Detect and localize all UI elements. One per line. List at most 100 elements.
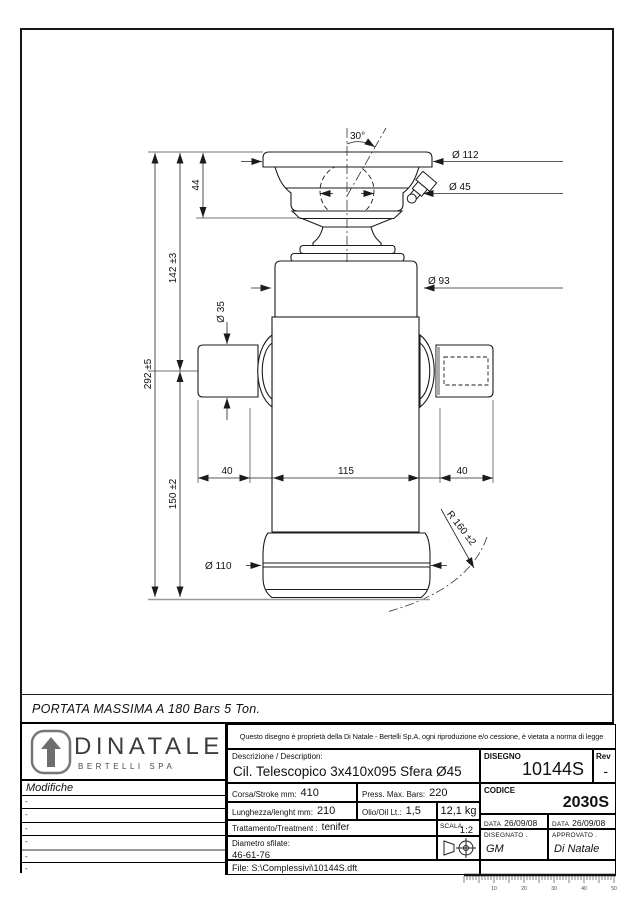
- length-value: 210: [316, 805, 336, 817]
- rev-value: -: [603, 763, 608, 779]
- r160-arc: [386, 536, 488, 613]
- logo-cell: DINATALE BERTELLI SPA: [22, 724, 227, 780]
- length-cell: Lunghezza/lenght mm: 210: [227, 802, 357, 820]
- drawn-by-label: DISEGNATO .: [484, 832, 528, 839]
- dim-40-right: 40: [456, 466, 468, 477]
- dimension-lines: [148, 138, 563, 601]
- oil-value: 1,5: [405, 805, 421, 817]
- trunnion-saddle-left-inner: [261, 342, 273, 400]
- neck-line-right: [370, 217, 393, 228]
- pressure-cell: Press. Max. Bars: 220: [357, 783, 480, 802]
- treatment-label: Trattamento/Treatment :: [232, 824, 318, 833]
- dim-dia-112: Ø 112: [452, 150, 479, 161]
- max-load-note-text: PORTATA MASSIMA A 180 Bars 5 Ton.: [32, 701, 261, 716]
- date-approved-cell: DATA 26/09/08: [548, 814, 616, 829]
- modifiche-label: Modifiche: [26, 782, 74, 794]
- dim-115: 115: [338, 466, 354, 477]
- modifiche-row: -: [22, 861, 225, 875]
- ruler-label: 40: [581, 886, 587, 892]
- date-label: DATA: [552, 821, 570, 828]
- trunnion-pin-right: [435, 344, 494, 398]
- scale-cell: SCALA 1:2: [437, 820, 480, 836]
- pressure-value: 220: [429, 787, 448, 799]
- date-label: DATA: [484, 821, 502, 828]
- dim-dia-110: Ø 110: [205, 561, 232, 572]
- trunnion-saddle-right-inner: [419, 342, 431, 400]
- approved-by-cell: APPROVATO . Di Natale: [548, 829, 616, 860]
- file-path-cell: File: S:\Complessivi\10144S.dft: [227, 860, 480, 875]
- angle-arc: [346, 138, 376, 148]
- ruler-label: 50: [611, 886, 617, 892]
- dim-44: 44: [191, 179, 202, 191]
- dim-angle-30: 30°: [350, 131, 365, 142]
- tilt-axis-line: [346, 127, 387, 197]
- modifiche-row: -: [22, 821, 225, 835]
- cylinder-geometry: [197, 151, 494, 599]
- description-cell: Descrizione / Description: Cil. Telescop…: [227, 749, 480, 783]
- modifiche-row: -: [22, 835, 225, 848]
- upper-tube: [274, 260, 418, 318]
- projection-symbol-cell: [437, 836, 480, 860]
- dim-dia-35: Ø 35: [216, 301, 227, 323]
- treatment-cell: Trattamento/Treatment : tenifer: [227, 820, 437, 836]
- gland-ring-1: [299, 244, 396, 255]
- print-scale-ruler: 10 20 30 40 50: [463, 873, 617, 892]
- modifiche-row: -: [22, 808, 225, 821]
- drawn-by-value: GM: [486, 843, 504, 855]
- trunnion-saddle-left: [257, 333, 273, 409]
- disegno-label: DISEGNO: [484, 752, 521, 761]
- date-designed-cell: DATA 26/09/08: [480, 814, 548, 829]
- stroke-label: Corsa/Stroke mm:: [232, 790, 297, 799]
- description-label: Descrizione / Description:: [232, 752, 323, 761]
- title-block: DINATALE BERTELLI SPA Modifiche - - - - …: [20, 722, 616, 875]
- centerlines: [346, 127, 488, 613]
- top-cap: [262, 151, 433, 168]
- ruler-label: 10: [491, 886, 497, 892]
- ruler-label: 30: [551, 886, 557, 892]
- first-angle-projection-icon: [443, 838, 476, 858]
- codice-value: 2030S: [562, 794, 609, 811]
- scale-value: 1:2: [459, 825, 473, 836]
- dim-150: 150 ±2: [168, 478, 179, 509]
- rev-label: Rev: [596, 752, 611, 761]
- stroke-value: 410: [300, 787, 319, 799]
- rod-diameters-cell: Diametro sfilate: 46-61-76: [227, 836, 437, 860]
- modifiche-section: Modifiche - - - - - -: [22, 780, 227, 875]
- drawn-by-cell: DISEGNATO . GM: [480, 829, 548, 860]
- logo-company-name: DINATALE: [74, 732, 224, 761]
- oil-cell: Olio/Oil Lt.: 1,5: [357, 802, 437, 820]
- codice-label: CODICE: [484, 786, 516, 795]
- codice-cell: CODICE 2030S: [480, 783, 616, 814]
- approved-by-label: APPROVATO .: [552, 832, 598, 839]
- description-value: Cil. Telescopico 3x410x095 Sfera Ø45: [233, 764, 462, 779]
- gland-ring-2: [290, 252, 405, 263]
- neck-line-left: [301, 217, 324, 228]
- dim-dia-93: Ø 93: [428, 276, 450, 287]
- disegno-cell: DISEGNO 10144S: [480, 749, 593, 783]
- rev-cell: Rev -: [593, 749, 616, 783]
- r160-leader: [440, 508, 475, 569]
- modifiche-row: -: [22, 848, 225, 862]
- date-designed-value: 26/09/08: [504, 818, 538, 828]
- weight-cell: 12,1 kg: [437, 802, 480, 820]
- max-load-note: PORTATA MASSIMA A 180 Bars 5 Ton.: [22, 694, 614, 722]
- file-path: S:\Complessivi\10144S.dft: [251, 863, 358, 873]
- trunnion-pin-left: [197, 344, 259, 398]
- dim-dia-45: Ø 45: [449, 182, 471, 193]
- modifiche-row: -: [22, 795, 225, 808]
- file-label: File:: [232, 863, 250, 873]
- dim-r160: R 160 ±2: [444, 509, 478, 548]
- dim-40-left: 40: [221, 466, 233, 477]
- main-barrel: [271, 316, 420, 533]
- scale-label: SCALA: [440, 823, 463, 830]
- treatment-value: tenifer: [321, 822, 350, 833]
- bottom-cup: [262, 532, 431, 599]
- oil-label: Olio/Oil Lt.:: [362, 808, 402, 817]
- dinatale-logo-icon: [30, 729, 72, 775]
- trunnion-saddle-right: [419, 333, 435, 409]
- logo-company-subtitle: BERTELLI SPA: [78, 762, 176, 771]
- length-label: Lunghezza/lenght mm:: [232, 808, 313, 817]
- date-approved-value: 26/09/08: [572, 818, 606, 828]
- disegno-number: 10144S: [521, 759, 584, 779]
